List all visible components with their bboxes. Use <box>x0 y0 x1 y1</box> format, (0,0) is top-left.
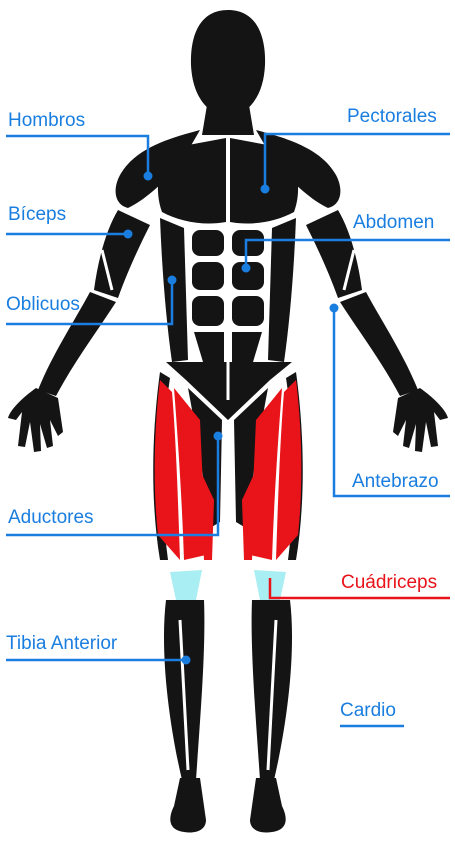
foot-left <box>170 778 206 833</box>
leader-lines <box>6 132 450 728</box>
label-hombros[interactable]: Hombros <box>8 110 86 131</box>
label-pectorales[interactable]: Pectorales <box>347 106 437 127</box>
label-tibia-anterior[interactable]: Tibia Anterior <box>6 633 118 654</box>
quadriceps-highlight[interactable] <box>154 380 302 560</box>
hand-left <box>8 388 63 452</box>
label-cardio[interactable]: Cardio <box>340 700 396 721</box>
label-cuadriceps[interactable]: Cuádriceps <box>341 572 438 593</box>
label-aductores[interactable]: Aductores <box>8 507 94 528</box>
hand-right <box>393 388 448 452</box>
chest <box>157 138 226 224</box>
label-biceps[interactable]: Bíceps <box>8 204 67 225</box>
muscle-lines <box>100 140 356 771</box>
neck <box>202 105 254 135</box>
foot-right <box>250 778 286 833</box>
label-oblicuos[interactable]: Oblicuos <box>6 294 80 315</box>
forearm-left <box>38 292 116 396</box>
head <box>190 10 266 110</box>
label-abdomen[interactable]: Abdomen <box>353 212 435 233</box>
marker-dots <box>123 171 339 665</box>
forearm-right <box>340 292 418 396</box>
oblique-left <box>160 218 188 362</box>
oblique-right <box>268 218 296 362</box>
leader-line-cuadriceps <box>268 578 450 600</box>
knees <box>170 570 286 600</box>
label-antebrazo[interactable]: Antebrazo <box>352 471 439 492</box>
